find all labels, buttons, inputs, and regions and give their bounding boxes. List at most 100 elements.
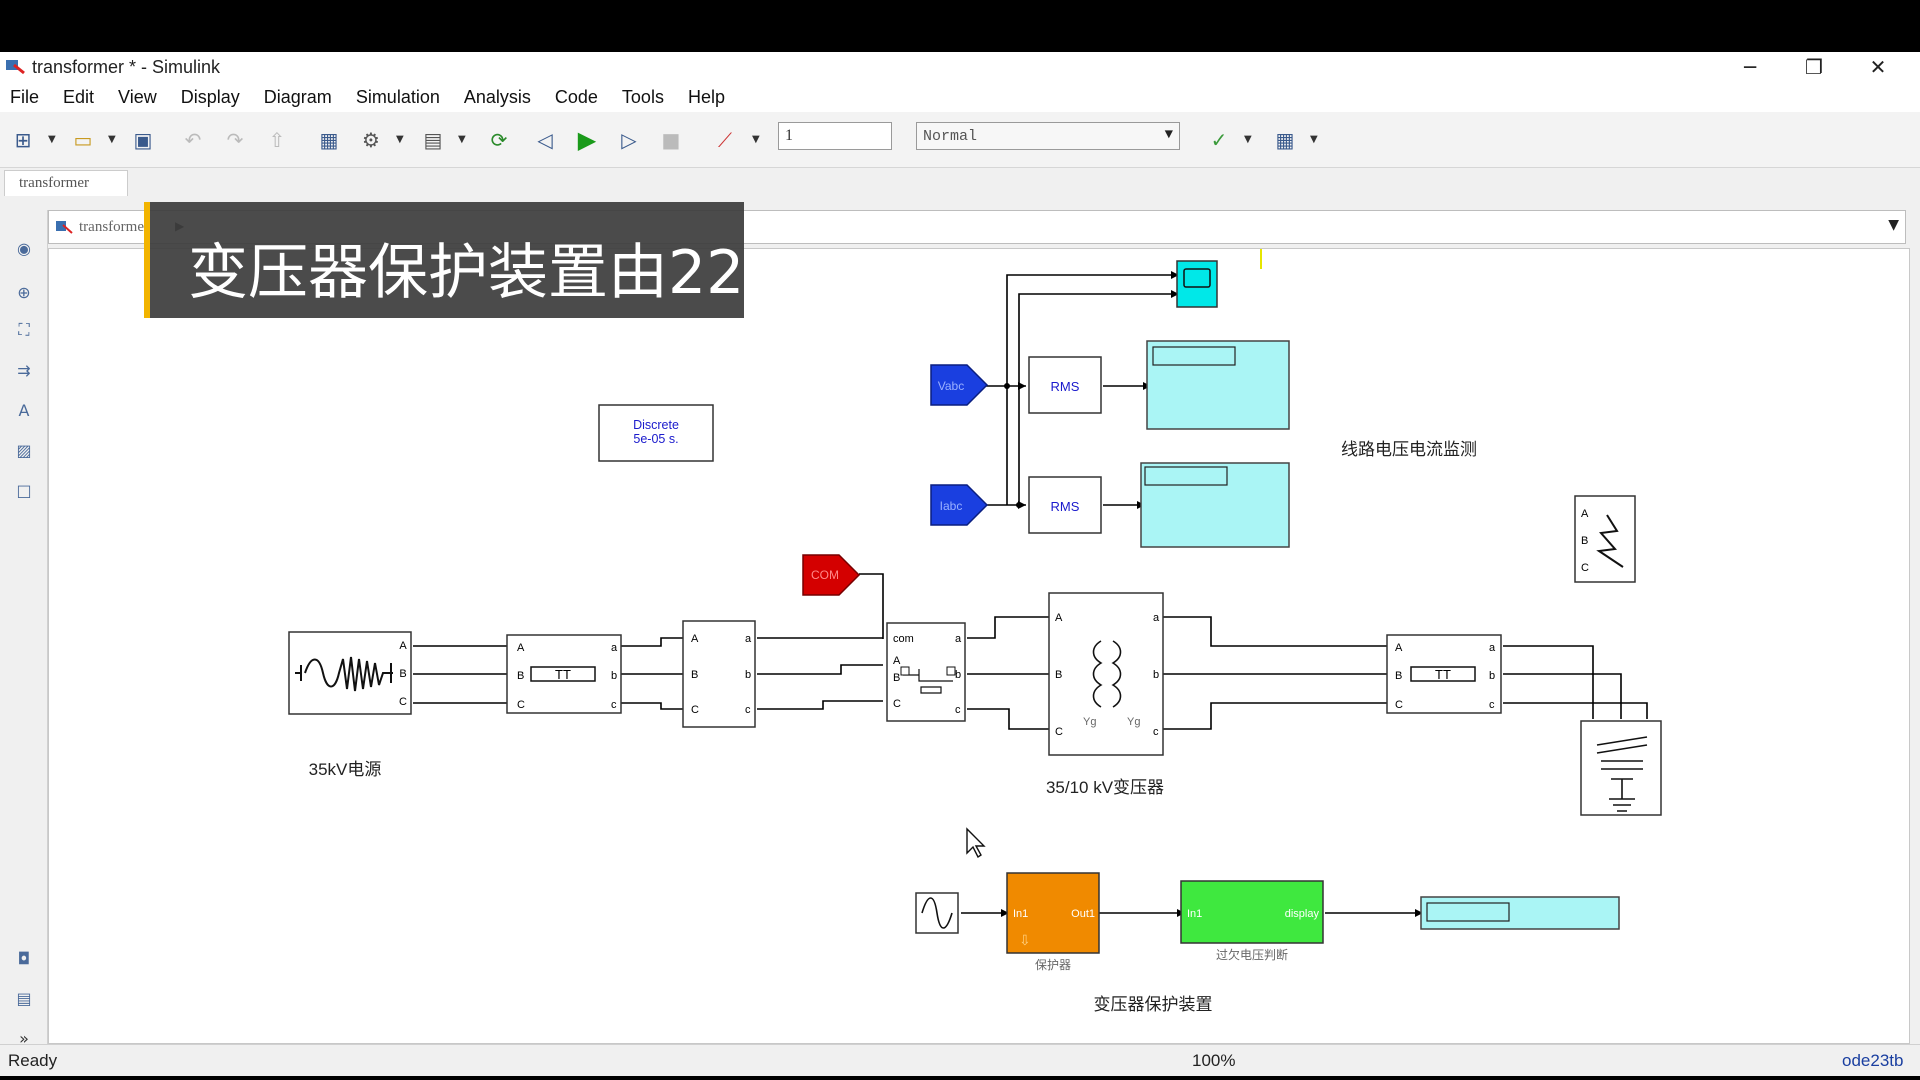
restore-icon[interactable]: ❐ — [1805, 55, 1823, 79]
stop-time-input[interactable]: 1 — [778, 122, 892, 150]
update-diagram-icon[interactable]: ⟳ — [490, 128, 508, 152]
port-in1: In1 — [1013, 908, 1028, 920]
area-icon[interactable]: □ — [16, 480, 32, 500]
menu-tools[interactable]: Tools — [621, 86, 664, 107]
port-C: C — [399, 696, 407, 708]
minimize-icon[interactable]: ─ — [1743, 55, 1757, 79]
model-canvas[interactable]: RMS RMS Vabc Iabc — [48, 248, 1910, 1044]
model-tab-strip: transformer — [0, 168, 1920, 196]
port-out1: Out1 — [1071, 908, 1095, 920]
goto-vabc[interactable]: Vabc — [930, 364, 989, 406]
sine-wave-block[interactable] — [915, 892, 959, 934]
display-block-current[interactable] — [1140, 462, 1290, 548]
port-c: c — [955, 704, 961, 716]
monitor-label: 线路电压电流监测 — [1341, 440, 1477, 459]
annotation-icon[interactable]: A — [18, 400, 30, 420]
pi-line-block-2[interactable]: TT A B C a b c — [1386, 634, 1502, 714]
model-explorer-icon[interactable]: ▤ — [423, 128, 443, 152]
menu-simulation[interactable]: Simulation — [355, 86, 440, 107]
rms-block-current[interactable]: RMS — [1028, 476, 1102, 534]
goto-com[interactable]: COM — [802, 554, 861, 596]
port-B: B — [517, 670, 524, 682]
port-A: A — [517, 642, 525, 654]
mouse-cursor-icon — [966, 827, 986, 859]
chevron-down-icon[interactable]: ▼ — [458, 134, 466, 145]
breadcrumb-model[interactable]: transformer — [79, 219, 149, 235]
save-icon[interactable]: ▣ — [133, 128, 153, 152]
protector-subsystem[interactable]: In1 Out1 ⇩ — [1006, 872, 1100, 954]
library-browser-icon[interactable]: ▦ — [319, 128, 339, 152]
fit-view-icon[interactable]: ⛶ — [18, 320, 30, 339]
three-phase-load-block[interactable] — [1580, 720, 1662, 816]
up-level-icon[interactable]: ⇧ — [268, 128, 286, 152]
port-c: c — [1489, 699, 1495, 711]
chevron-down-icon[interactable]: ▼ — [1888, 217, 1899, 233]
status-solver[interactable]: ode23tb — [1842, 1051, 1904, 1070]
expand-icon[interactable]: » — [19, 1028, 29, 1048]
chevron-down-icon[interactable]: ▼ — [1244, 134, 1252, 145]
chevron-down-icon[interactable]: ▼ — [752, 134, 760, 145]
display-block-voltage[interactable] — [1146, 340, 1290, 430]
scope-block[interactable] — [1176, 260, 1218, 308]
arrow-icon[interactable]: ⇉ — [17, 360, 31, 380]
step-back-icon[interactable]: ◁ — [537, 128, 553, 152]
chevron-down-icon[interactable]: ▼ — [48, 134, 56, 145]
port-C: C — [1581, 562, 1589, 574]
port-C: C — [517, 699, 525, 711]
powergui-block[interactable]: Discrete 5e-05 s. — [598, 404, 714, 462]
rms-block-voltage[interactable]: RMS — [1028, 356, 1102, 414]
transformer-block[interactable]: A B C a b c Yg Yg — [1048, 592, 1164, 756]
goto-iabc[interactable]: Iabc — [930, 484, 989, 526]
redo-icon[interactable]: ↷ — [226, 128, 244, 152]
run-icon[interactable]: ▶ — [577, 126, 597, 154]
image-icon[interactable]: ▨ — [16, 440, 32, 460]
close-icon[interactable]: ✕ — [1869, 55, 1887, 79]
chevron-down-icon[interactable]: ▼ — [108, 134, 116, 145]
chevron-down-icon[interactable]: ▼ — [1310, 134, 1318, 145]
menu-analysis[interactable]: Analysis — [463, 86, 531, 107]
model-browser-icon[interactable]: ▤ — [16, 988, 32, 1008]
undo-icon[interactable]: ↶ — [184, 128, 202, 152]
port-b: b — [611, 670, 617, 682]
port-b: b — [955, 669, 961, 681]
port-A: A — [1055, 612, 1063, 624]
menu-view[interactable]: View — [118, 86, 157, 107]
vi-measurement-block[interactable]: A B C a b c — [682, 620, 756, 728]
three-phase-breaker-block[interactable]: com A B C a b c — [886, 622, 966, 722]
model-advisor-icon[interactable]: ✓ — [1210, 128, 1228, 152]
port-B: B — [893, 672, 900, 684]
new-model-icon[interactable]: ⊞ — [14, 128, 32, 152]
voltage-judge-subsystem[interactable]: In1 display — [1180, 880, 1324, 944]
pi-line-block-1[interactable]: TT A B C a b c — [506, 634, 622, 714]
goto-iabc-label: Iabc — [940, 499, 963, 513]
menu-diagram[interactable]: Diagram — [263, 86, 332, 107]
screenshot-icon[interactable]: ◘ — [17, 948, 31, 968]
display-block-protection[interactable] — [1420, 896, 1620, 930]
data-inspector-icon[interactable]: ⟋ — [718, 128, 732, 152]
build-icon[interactable]: ▦ — [1275, 128, 1295, 152]
tab-transformer[interactable]: transformer — [4, 170, 128, 196]
left-palette: ◉ ⊕ ⛶ ⇉ A ▨ □ ◘ ▤ » — [0, 210, 48, 1048]
gear-icon[interactable]: ⚙ — [362, 128, 380, 152]
menu-display[interactable]: Display — [180, 86, 240, 107]
menu-help[interactable]: Help — [687, 86, 725, 107]
chevron-down-icon[interactable]: ▼ — [396, 134, 404, 145]
port-c: c — [1153, 726, 1159, 738]
three-phase-source-block[interactable]: A B C — [288, 631, 412, 715]
port-C: C — [1055, 726, 1063, 738]
port-A: A — [893, 655, 901, 667]
stop-icon[interactable]: ■ — [661, 128, 681, 152]
three-phase-fault-block[interactable]: A B C — [1574, 495, 1636, 583]
goto-com-label: COM — [811, 568, 839, 582]
source-label: 35kV电源 — [309, 760, 382, 779]
hide-browser-icon[interactable]: ◉ — [17, 238, 31, 258]
simulation-mode-select[interactable]: Normal ▼ — [916, 122, 1180, 150]
zoom-in-icon[interactable]: ⊕ — [17, 282, 31, 302]
port-a: a — [1153, 612, 1160, 624]
open-folder-icon[interactable]: ▭ — [73, 128, 93, 152]
menu-file[interactable]: File — [10, 86, 40, 107]
menu-code[interactable]: Code — [554, 86, 598, 107]
step-forward-icon[interactable]: ▷ — [621, 128, 637, 152]
menu-edit[interactable]: Edit — [63, 86, 95, 107]
